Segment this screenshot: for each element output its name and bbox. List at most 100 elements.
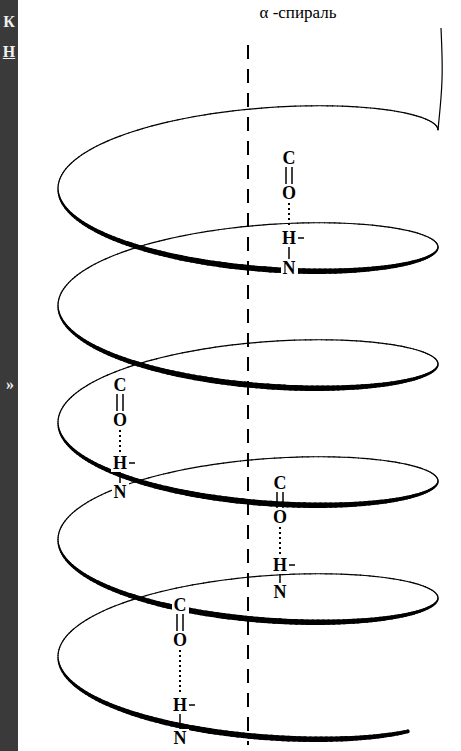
helix-segment	[361, 341, 366, 343]
helix-segment	[191, 233, 196, 235]
atom-symbol: O	[111, 411, 129, 429]
helix-segment	[319, 456, 324, 457]
helix-segment	[111, 606, 115, 608]
helix-segment	[152, 125, 157, 126]
helix-segment	[175, 236, 180, 237]
helix-segment	[110, 256, 114, 258]
helix-segment	[199, 114, 205, 116]
helix-segment	[389, 227, 393, 229]
helix-segment	[335, 222, 340, 223]
helix-segment	[290, 106, 296, 107]
helix-segment	[261, 341, 267, 343]
helix-segment	[238, 343, 244, 345]
helix-segment	[199, 348, 205, 350]
helix-segment	[339, 456, 344, 457]
helix-segment	[166, 589, 171, 590]
helix-segment	[437, 597, 438, 599]
helix-segment	[332, 105, 337, 106]
helix-segment	[284, 106, 290, 107]
atom-symbol: H	[280, 229, 298, 247]
helix-segment	[180, 235, 185, 236]
helix-segment	[223, 462, 229, 464]
helix-segment	[384, 460, 388, 462]
helix-segment	[169, 472, 174, 473]
helix-segment	[104, 141, 108, 143]
atom-symbol: O	[171, 631, 189, 649]
helix-segment	[183, 118, 188, 119]
helix-segment	[147, 360, 152, 361]
helix-segment	[434, 251, 435, 254]
helix-segment	[310, 573, 315, 574]
helix-segment	[190, 467, 195, 469]
helix-segment	[396, 228, 400, 230]
helix-segment	[149, 477, 154, 478]
helix-segment	[288, 574, 294, 575]
helix-segment	[133, 364, 138, 365]
helix-segment	[187, 585, 192, 586]
helix-segment	[364, 224, 368, 226]
helix-segment	[392, 461, 396, 463]
helix-segment	[433, 486, 434, 489]
helix-segment	[297, 456, 302, 457]
helix-segment	[394, 344, 398, 346]
helix-segment	[266, 575, 272, 577]
helix-segment	[258, 224, 264, 226]
helix-segment	[138, 129, 143, 130]
helix-segment	[346, 574, 351, 575]
single-bond	[288, 247, 290, 259]
single-bond	[129, 462, 135, 464]
atom-symbol: H	[111, 454, 129, 472]
helix-segment	[243, 577, 249, 579]
helix-segment	[215, 580, 221, 582]
helix-segment	[135, 246, 140, 247]
helix-segment	[157, 123, 162, 124]
helix-segment	[358, 457, 363, 459]
helix-segment	[131, 248, 136, 249]
helix-segment	[351, 574, 356, 575]
helix-segment	[212, 463, 218, 465]
atom-symbol: N	[112, 483, 129, 501]
helix-segment	[196, 232, 202, 234]
helix-segment	[435, 592, 437, 594]
helix-segment	[313, 456, 318, 457]
helix-segment	[329, 456, 334, 457]
helix-segment	[434, 124, 436, 126]
single-bond	[189, 704, 195, 706]
helix-segment	[437, 594, 439, 596]
helix-segment	[434, 368, 435, 371]
helix-segment	[146, 594, 151, 595]
helix-segment	[192, 583, 197, 585]
helix-segment	[126, 249, 130, 251]
helix-segment	[398, 345, 401, 347]
helix-segment	[235, 226, 241, 228]
helix-segment	[392, 227, 396, 229]
helix-segment	[437, 246, 438, 248]
atom-symbol: N	[172, 729, 189, 747]
helix-segment	[100, 377, 104, 379]
helix-segment	[321, 339, 326, 340]
atom-symbol: H	[271, 556, 289, 574]
double-bond	[285, 167, 287, 184]
helix-segment	[356, 574, 361, 576]
helix-segment	[232, 578, 238, 580]
helix-segment	[434, 592, 436, 594]
helix-segment	[119, 603, 123, 605]
helix-segment	[437, 244, 439, 246]
helix-segment	[118, 252, 122, 254]
helix-segment	[128, 366, 132, 367]
helix-segment	[354, 457, 359, 458]
helix-segment	[164, 473, 169, 474]
helix-segment	[232, 344, 238, 346]
helix-segment	[434, 602, 435, 605]
helix-segment	[210, 347, 216, 349]
double-bond	[282, 492, 284, 508]
helix-segment	[178, 119, 183, 120]
helix-segment	[434, 485, 437, 488]
helix-segment	[437, 248, 439, 250]
helix-segment	[132, 598, 137, 599]
helix-segment	[271, 574, 277, 576]
helix-segment	[249, 342, 255, 344]
helix-segment	[386, 577, 390, 579]
helix-segment	[306, 105, 311, 106]
helix-segment	[336, 573, 341, 574]
